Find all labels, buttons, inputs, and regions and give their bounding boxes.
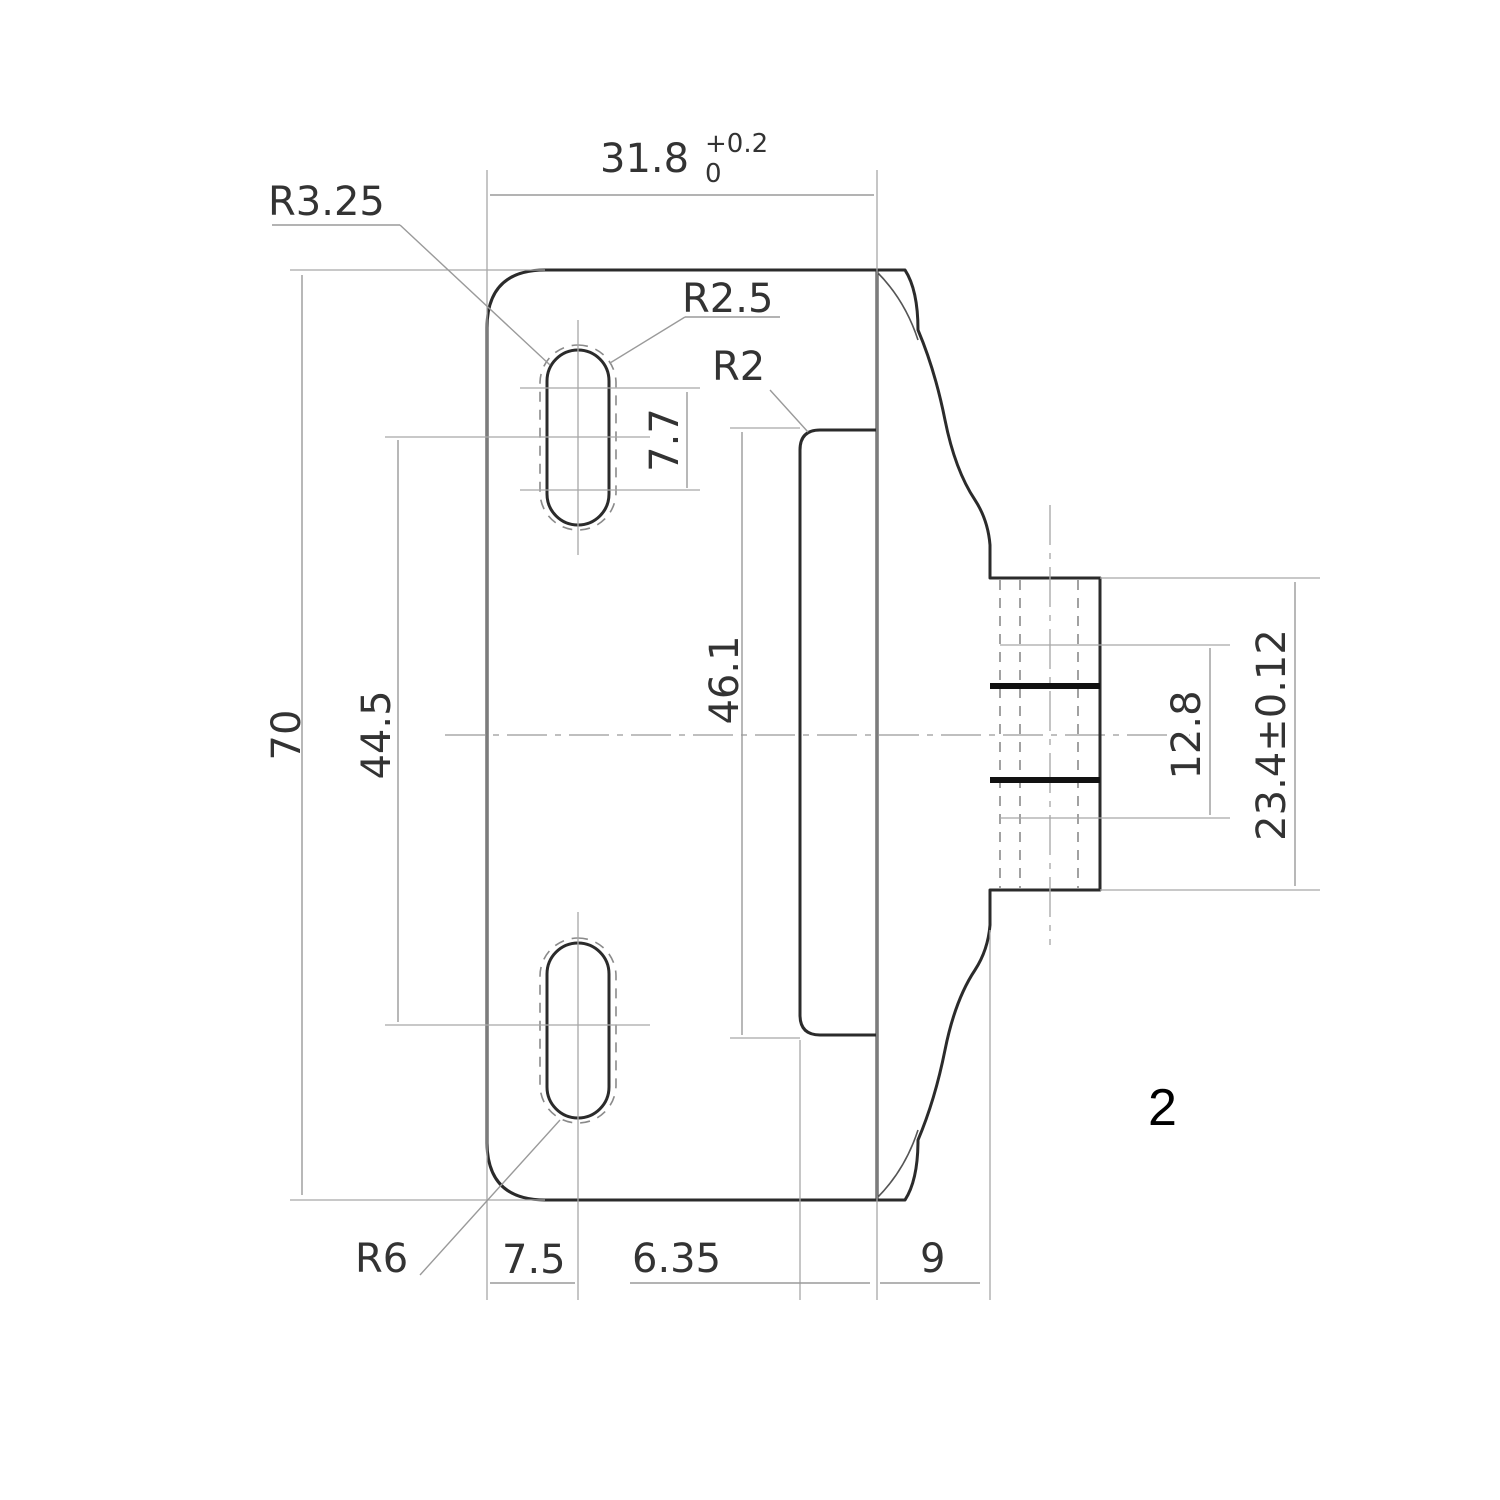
dim-tab-width-value: 23.4±0.12 [1249, 629, 1295, 841]
flange-edge-bottom [876, 1129, 919, 1199]
pocket-outline [798, 428, 877, 1037]
leader-r325 [399, 224, 551, 366]
leader-r25 [609, 316, 686, 364]
flange-profile [877, 268, 1102, 1202]
dim-height-value: 70 [264, 710, 310, 761]
flange-edge-top [876, 271, 919, 341]
dim-pocket-value: 46.1 [702, 635, 748, 724]
dim-slot-length-value: 7.7 [642, 408, 688, 472]
radius-slot-inner: R2.5 [682, 276, 773, 322]
leader-r2 [769, 389, 809, 433]
radius-slot-outer: R3.25 [268, 179, 385, 225]
dim-pocket-offset-value: 6.35 [632, 1236, 721, 1282]
dim-inner-tab-value: 12.8 [1164, 690, 1210, 779]
dim-width-tol-upper: +0.2 [705, 129, 768, 159]
radius-pocket-corner: R2 [712, 344, 765, 390]
dim-slot-spacing-value: 44.5 [354, 690, 400, 779]
dim-width-tol-lower: 0 [705, 159, 722, 189]
dim-tab-depth-value: 9 [920, 1236, 945, 1282]
dim-width-value: 31.8 [600, 136, 689, 182]
radius-body-corner: R6 [355, 1236, 408, 1282]
dim-slot-offset-value: 7.5 [502, 1237, 566, 1283]
view-label: 2 [1148, 1079, 1177, 1137]
leader-r6 [419, 1119, 561, 1276]
